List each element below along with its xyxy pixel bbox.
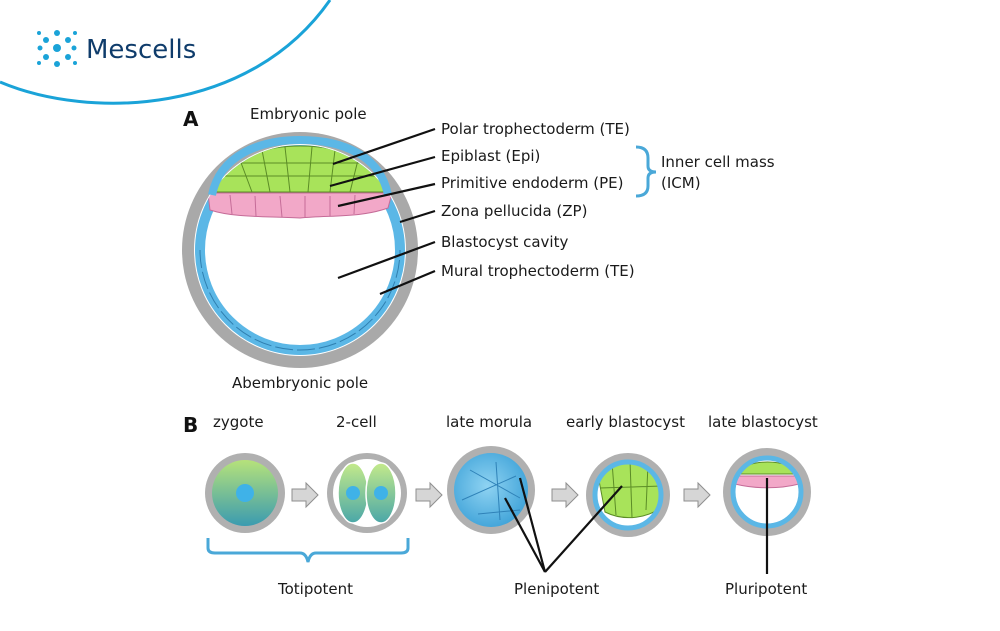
late-morula — [447, 446, 535, 534]
icm-bracket — [635, 145, 657, 198]
potency-plenipotent: Plenipotent — [514, 580, 599, 598]
label-polar-te: Polar trophectoderm (TE) — [441, 120, 630, 138]
embryonic-pole-label: Embryonic pole — [250, 105, 367, 123]
panel-a-labels: Polar trophectoderm (TE) Epiblast (Epi) … — [441, 120, 635, 280]
stage-labels: zygote 2-cell late morula early blastocy… — [213, 413, 818, 431]
blastocyst-a — [182, 132, 418, 368]
panel-b-letter: B — [183, 413, 198, 437]
label-primitive-endoderm: Primitive endoderm (PE) — [441, 174, 624, 192]
icm-label-line2: (ICM) — [661, 174, 701, 192]
zygote — [205, 453, 285, 533]
abembryonic-pole-label: Abembryonic pole — [232, 374, 368, 392]
label-blastocyst-cavity: Blastocyst cavity — [441, 233, 568, 251]
stage-label-zygote: zygote — [213, 413, 264, 431]
stage-label-late-morula: late morula — [446, 413, 532, 431]
panel-a-letter: A — [183, 107, 199, 131]
stage-label-late-blastocyst: late blastocyst — [708, 413, 818, 431]
two-cell — [327, 453, 407, 533]
panel-a-leaders — [329, 127, 436, 296]
label-zona-pellucida: Zona pellucida (ZP) — [441, 202, 587, 220]
logo: Mescells — [37, 30, 196, 67]
header-swoosh — [0, 0, 332, 105]
potency-totipotent: Totipotent — [277, 580, 353, 598]
potency-labels: Totipotent Plenipotent Pluripotent — [277, 580, 807, 598]
primitive-endoderm — [207, 192, 393, 219]
label-epiblast: Epiblast (Epi) — [441, 147, 540, 165]
icm-label-line1: Inner cell mass — [661, 153, 775, 171]
brand-name: Mescells — [86, 35, 196, 65]
label-mural-te: Mural trophectoderm (TE) — [441, 262, 635, 280]
stage-label-early-blastocyst: early blastocyst — [566, 413, 685, 431]
stage-arrows — [291, 481, 711, 509]
potency-leaders — [504, 477, 769, 574]
potency-pluripotent: Pluripotent — [725, 580, 807, 598]
totipotent-bracket — [206, 538, 410, 563]
stage-label-2cell: 2-cell — [336, 413, 377, 431]
early-blastocyst — [586, 453, 670, 537]
cell-cluster-icon — [37, 30, 77, 67]
